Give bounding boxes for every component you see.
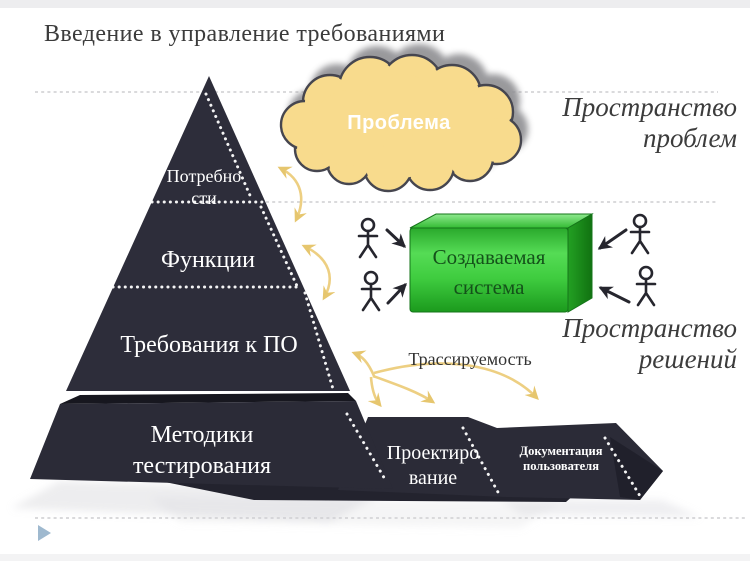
actor-icon-bottom-left: [360, 270, 382, 312]
cloud-problem-label: Проблема: [347, 112, 451, 134]
problem-space-label: Пространство проблем: [562, 92, 737, 153]
actor-icon-top-right: [629, 213, 651, 255]
arrow-trace-testing: [367, 376, 382, 408]
pyramid-shape: [66, 76, 350, 391]
banner-docs-label: Документация пользователя: [519, 444, 603, 473]
banner-testing: [30, 401, 393, 489]
arrow-cloud-needs: [277, 166, 307, 223]
pyramid-level-requirements: Требования к ПО: [120, 332, 298, 358]
pyramid-slope-dots-2: [259, 205, 299, 288]
traceability-label: Трассируемость: [408, 349, 532, 369]
actor-arrow-top-right: [597, 228, 628, 250]
arrow-trace-design: [372, 374, 436, 404]
actor-arrow-bottom-left: [386, 282, 407, 305]
banner-design-label: Проектиро вание: [386, 442, 480, 489]
banner-docs-fold: [610, 437, 663, 500]
solution-space-label: Пространство решений: [562, 313, 737, 374]
ribbon-fold-dots-3: [603, 436, 642, 498]
actor-icon-top-left: [357, 217, 379, 259]
slide-bullet-triangle: [38, 525, 51, 541]
banner-testing-label: Методики тестирования: [132, 422, 272, 479]
banner-testing-bevel: [60, 393, 356, 404]
actor-arrow-bottom-right: [598, 286, 631, 304]
system-box-side: [567, 213, 593, 313]
pyramid-level-needs: Потребно сти: [166, 166, 242, 208]
pyramid-slope-dots-3: [303, 291, 335, 391]
arrow-functions-requirements: [301, 244, 336, 301]
bottom-ribbon: [30, 393, 663, 502]
system-box-label: Создаваемая система: [432, 245, 546, 299]
slide-bottom-edge: [0, 554, 750, 561]
pyramid-level-functions: Функции: [161, 247, 255, 273]
arrow-trace-pyramid: [351, 350, 376, 377]
actors: [357, 213, 657, 312]
yellow-arrows: [277, 166, 539, 408]
problem-cloud: [279, 44, 528, 193]
actor-arrow-top-left: [385, 228, 407, 248]
pyramid-slope-dots-1: [204, 92, 254, 202]
ribbon-fold-dots-1: [345, 412, 388, 483]
arrow-trace-docs: [373, 362, 539, 400]
ribbon-fold-dots-2: [461, 426, 501, 496]
actor-icon-bottom-right: [635, 265, 657, 307]
system-box-front: [409, 227, 569, 313]
slide-title: Введение в управление требованиями: [44, 21, 446, 47]
system-box-3d: [409, 213, 594, 313]
slide-top-edge: [0, 0, 750, 8]
system-box-top: [409, 213, 594, 229]
banner-design-docs: [338, 417, 663, 500]
